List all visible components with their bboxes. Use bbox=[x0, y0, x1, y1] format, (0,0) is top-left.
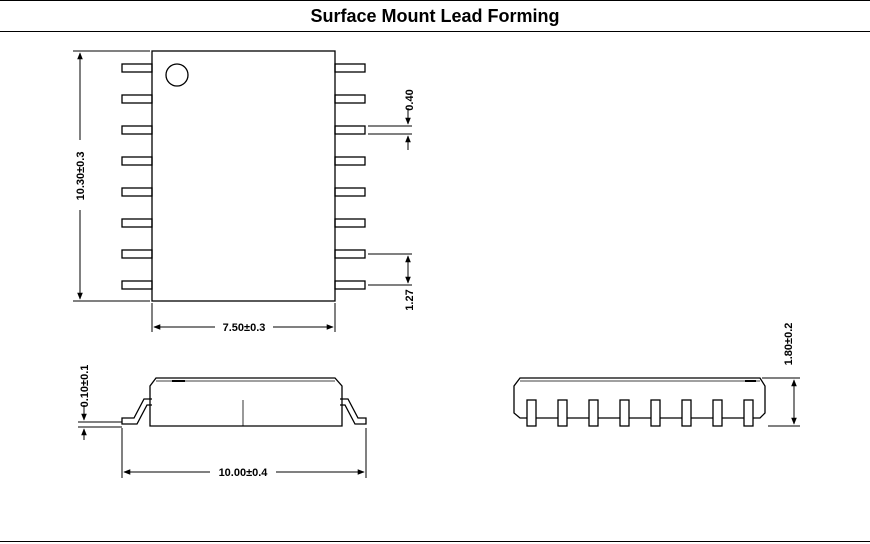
pitch-label: 1.27 bbox=[404, 289, 416, 310]
title-bar: Surface Mount Lead Forming bbox=[0, 0, 870, 32]
span-label: 10.00±0.4 bbox=[219, 467, 269, 479]
top-view bbox=[121, 50, 366, 302]
end-view bbox=[513, 377, 766, 427]
right-leads bbox=[334, 63, 366, 290]
width-label: 7.50±0.3 bbox=[223, 322, 266, 334]
left-leads bbox=[121, 63, 153, 290]
pitch-dimension bbox=[368, 253, 412, 286]
height-label: 10.30±0.3 bbox=[75, 152, 87, 201]
left-gullwing-lead bbox=[121, 398, 152, 425]
standoff-dimension bbox=[78, 405, 122, 440]
side-view bbox=[121, 377, 367, 427]
side-body bbox=[149, 377, 343, 427]
end-leads bbox=[526, 399, 754, 427]
lead-width-dimension bbox=[368, 108, 412, 150]
end-body bbox=[513, 377, 766, 419]
right-gullwing-lead bbox=[340, 398, 367, 425]
lead-width-label: 0.40 bbox=[404, 89, 416, 110]
package-body bbox=[151, 50, 336, 302]
package-height-label: 1.80±0.2 bbox=[783, 323, 795, 366]
pin1-marker bbox=[165, 63, 189, 87]
package-height-dimension bbox=[762, 377, 800, 427]
page-title: Surface Mount Lead Forming bbox=[310, 6, 560, 26]
standoff-label: 0.10±0.1 bbox=[79, 365, 91, 408]
bottom-rule bbox=[0, 541, 870, 542]
